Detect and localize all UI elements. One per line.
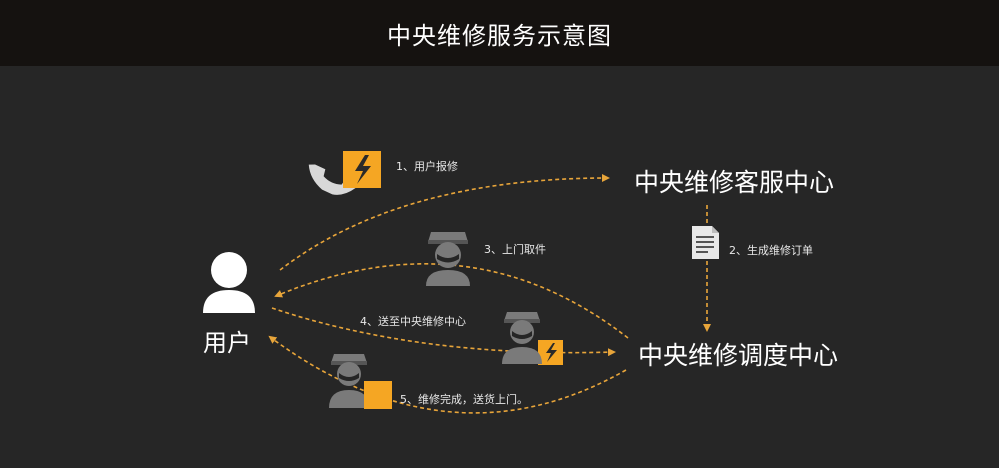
lightning-icon: [343, 151, 381, 188]
package-icon: [364, 381, 392, 409]
node-user: 用户: [203, 329, 251, 357]
header: 中央维修服务示意图: [0, 0, 999, 66]
step-label-4: 4、送至中央维修中心: [360, 315, 466, 328]
courier-icon: [502, 312, 542, 364]
node-service-center: 中央维修客服中心: [634, 168, 835, 197]
node-dispatch-center: 中央维修调度中心: [638, 341, 839, 370]
step-label-3: 3、上门取件: [484, 243, 546, 256]
user-icon: [203, 252, 255, 313]
arrow-step4: [271, 307, 616, 357]
arrow-step5: [268, 335, 627, 414]
step-label-5: 5、维修完成，送货上门。: [400, 393, 528, 406]
arrow-step3: [274, 263, 629, 339]
lightning-icon: [538, 340, 563, 365]
courier-icon: [329, 354, 369, 408]
page-title: 中央维修服务示意图: [387, 21, 612, 50]
document-icon: [692, 226, 719, 259]
step-label-1: 1、用户报修: [396, 160, 458, 173]
courier-icon: [426, 232, 470, 286]
step-label-2: 2、生成维修订单: [729, 244, 813, 257]
